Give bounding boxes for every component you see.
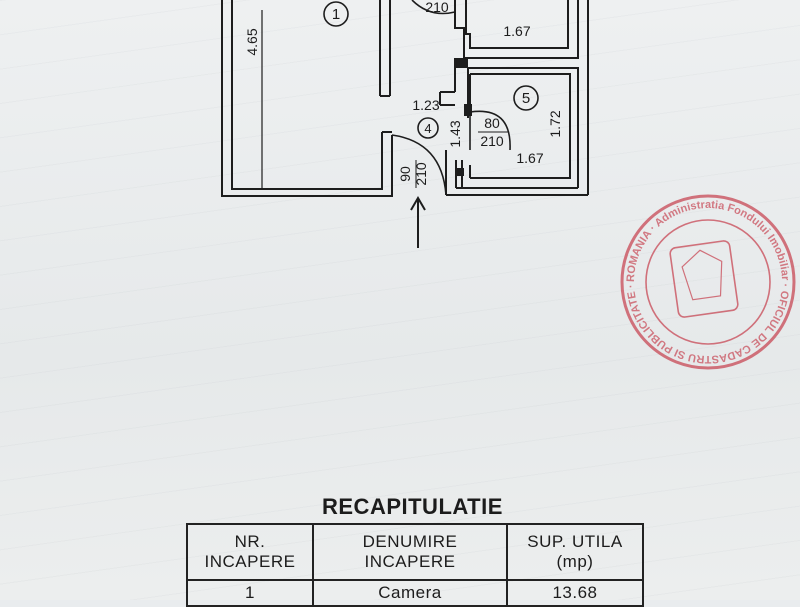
dim-room3-width: 1.67 — [503, 23, 530, 39]
table-row: 1 Camera 13.68 — [186, 579, 644, 607]
wall-block-a — [455, 58, 468, 68]
room-circle-4 — [417, 117, 439, 139]
wall-block-c — [456, 168, 464, 176]
cell-sup: 13.68 — [506, 579, 644, 607]
dim-hall-width: 1.23 — [412, 97, 439, 113]
dim-hall-length: 1.43 — [447, 120, 463, 147]
wall-room1-inner — [231, 0, 383, 190]
header-nr-incapere: NR. INCAPERE — [186, 523, 314, 581]
room-circle-1 — [323, 1, 349, 27]
room-circle-5 — [513, 85, 539, 111]
dim-room5-width: 1.67 — [516, 150, 543, 166]
wall-room5-inner — [470, 73, 571, 179]
door-entry-swing — [391, 134, 447, 196]
dim-room1-height: 4.65 — [244, 28, 260, 55]
table-header-row: NR. INCAPERE DENUMIRE INCAPERE SUP. UTIL… — [186, 523, 644, 581]
entry-arrow-head — [410, 196, 426, 211]
room-number-4: 4 — [424, 121, 431, 136]
door-top-swing — [411, 0, 456, 15]
cell-nr: 1 — [186, 579, 314, 607]
dim-room5-height: 1.72 — [547, 110, 563, 137]
recap-table: NR. INCAPERE DENUMIRE INCAPERE SUP. UTIL… — [186, 523, 644, 607]
room-number-1: 1 — [332, 6, 340, 23]
cell-denumire: Camera — [312, 579, 508, 607]
dim-door-top-height: 210 — [425, 0, 449, 15]
dim-entry-door-width: 90 — [397, 166, 413, 182]
stamp-text: ROMANIA · Administratia Fondului Imobili… — [612, 186, 791, 365]
recap-title: RECAPITULATIE — [322, 494, 503, 519]
wall-room5-outer — [468, 67, 579, 188]
official-stamp: ROMANIA · Administratia Fondului Imobili… — [612, 186, 796, 370]
wall-room3-outer — [454, 0, 579, 59]
wall-block-b — [464, 104, 472, 116]
door-bath-swing — [469, 110, 511, 151]
room-number-5: 5 — [522, 90, 530, 107]
dim-entry-door-height: 210 — [413, 162, 429, 186]
dim-door-bath-height: 210 — [480, 133, 504, 149]
wall-room3-inner — [465, 0, 569, 49]
wall-room1-outer — [221, 0, 393, 197]
header-denumire-incapere: DENUMIRE INCAPERE — [312, 523, 508, 581]
dim-door-bath-width: 80 — [484, 115, 500, 131]
header-sup-utila: SUP. UTILA (mp) — [506, 523, 644, 581]
